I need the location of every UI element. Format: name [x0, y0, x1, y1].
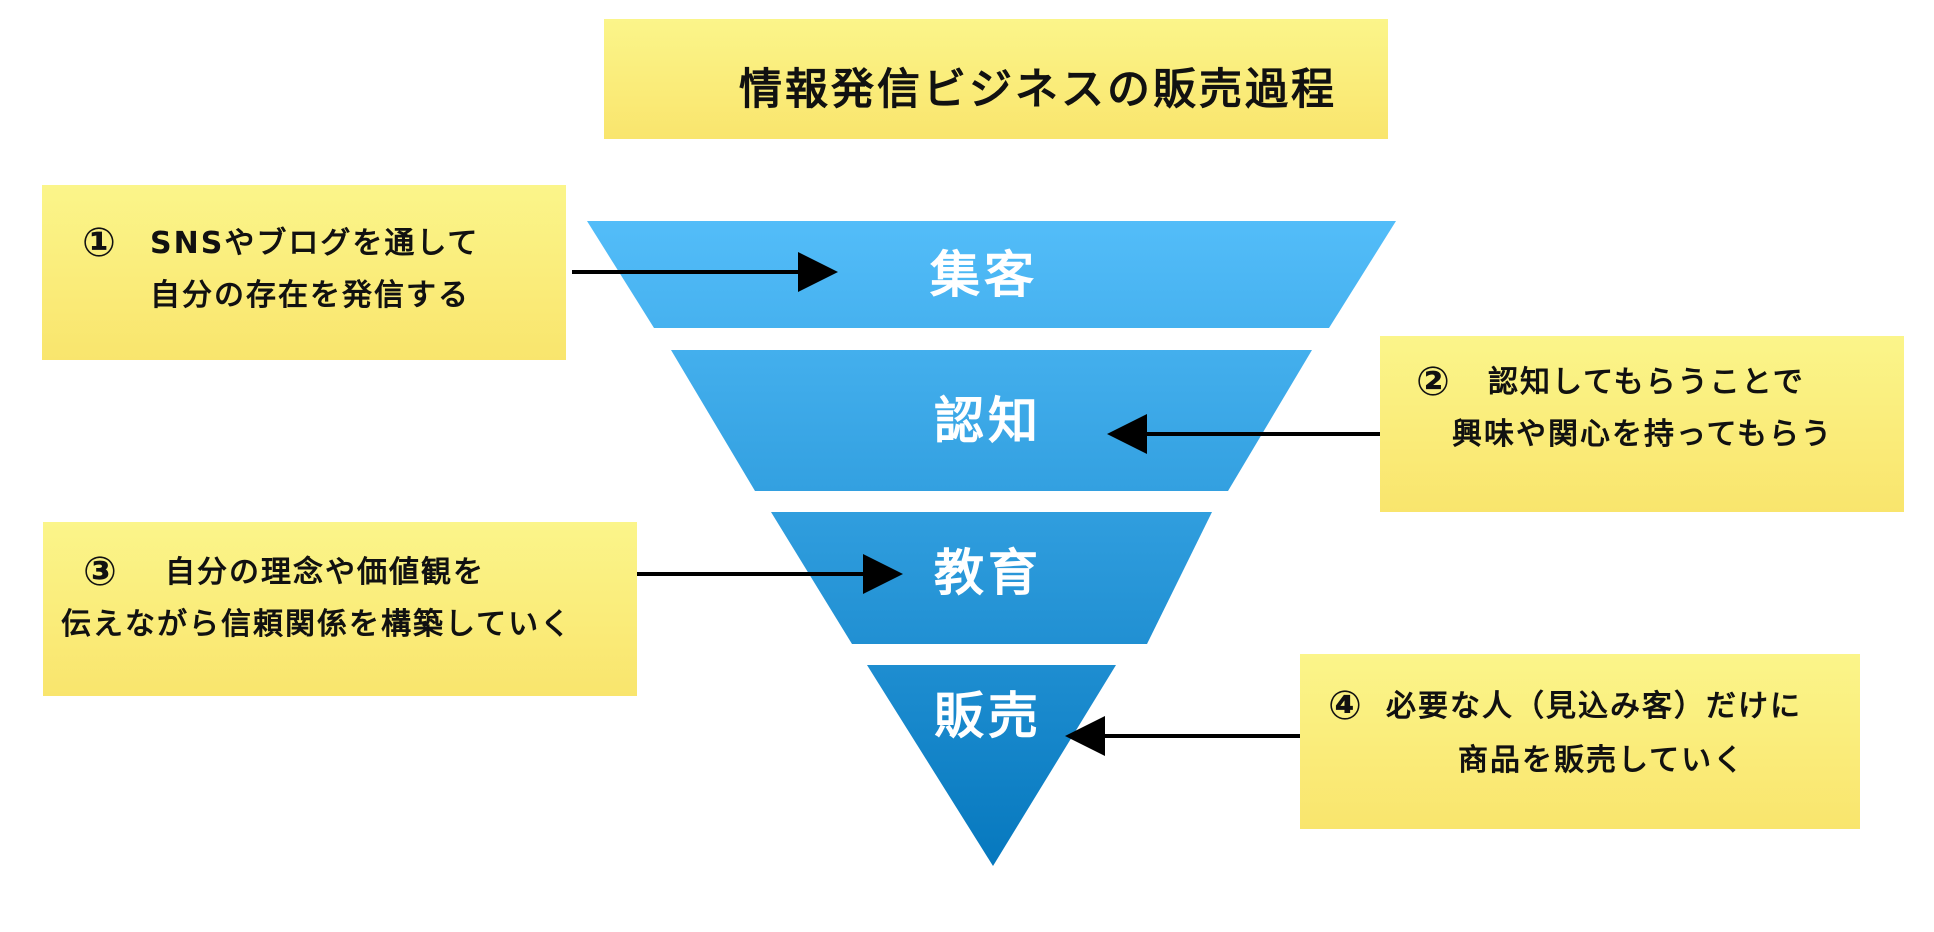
note-4-line-2: 商品を販売していく: [1458, 743, 1746, 778]
note-3-number: ③: [83, 549, 117, 595]
stage-label-2: 認知: [934, 392, 1042, 450]
note-4-line-1: 必要な人（見込み客）だけに: [1386, 689, 1802, 724]
note-2-line-1: 認知してもらうことで: [1488, 365, 1805, 400]
title-box: 情報発信ビジネスの販売過程: [604, 19, 1388, 139]
funnel-stage-1: [587, 221, 1396, 328]
note-1-number: ①: [82, 220, 116, 266]
funnel-stage-4: [867, 665, 1116, 866]
stage-label-3: 教育: [934, 544, 1042, 602]
note-2: ② 認知してもらうことで 興味や関心を持ってもらう: [1380, 336, 1904, 512]
note-3-line-2: 伝えながら信頼関係を構築していく: [61, 607, 573, 642]
note-1-line-2: 自分の存在を発信する: [150, 278, 470, 313]
note-3-line-1: 自分の理念や価値観を: [165, 555, 485, 590]
diagram-title: 情報発信ビジネスの販売過程: [739, 65, 1337, 115]
note-1: ① SNSやブログを通して 自分の存在を発信する: [42, 185, 566, 360]
stage-label-4: 販売: [934, 687, 1042, 745]
funnel-stage-3: [771, 512, 1212, 644]
note-4: ④ 必要な人（見込み客）だけに 商品を販売していく: [1300, 654, 1860, 829]
funnel-stage-2: [671, 350, 1312, 491]
note-2-number: ②: [1416, 359, 1450, 405]
note-2-line-2: 興味や関心を持ってもらう: [1452, 417, 1833, 452]
note-1-line-1: SNSやブログを通して: [150, 226, 480, 261]
stage-label-1: 集客: [930, 246, 1038, 304]
note-4-number: ④: [1328, 683, 1362, 729]
note-3: ③ 自分の理念や価値観を 伝えながら信頼関係を構築していく: [43, 522, 637, 696]
